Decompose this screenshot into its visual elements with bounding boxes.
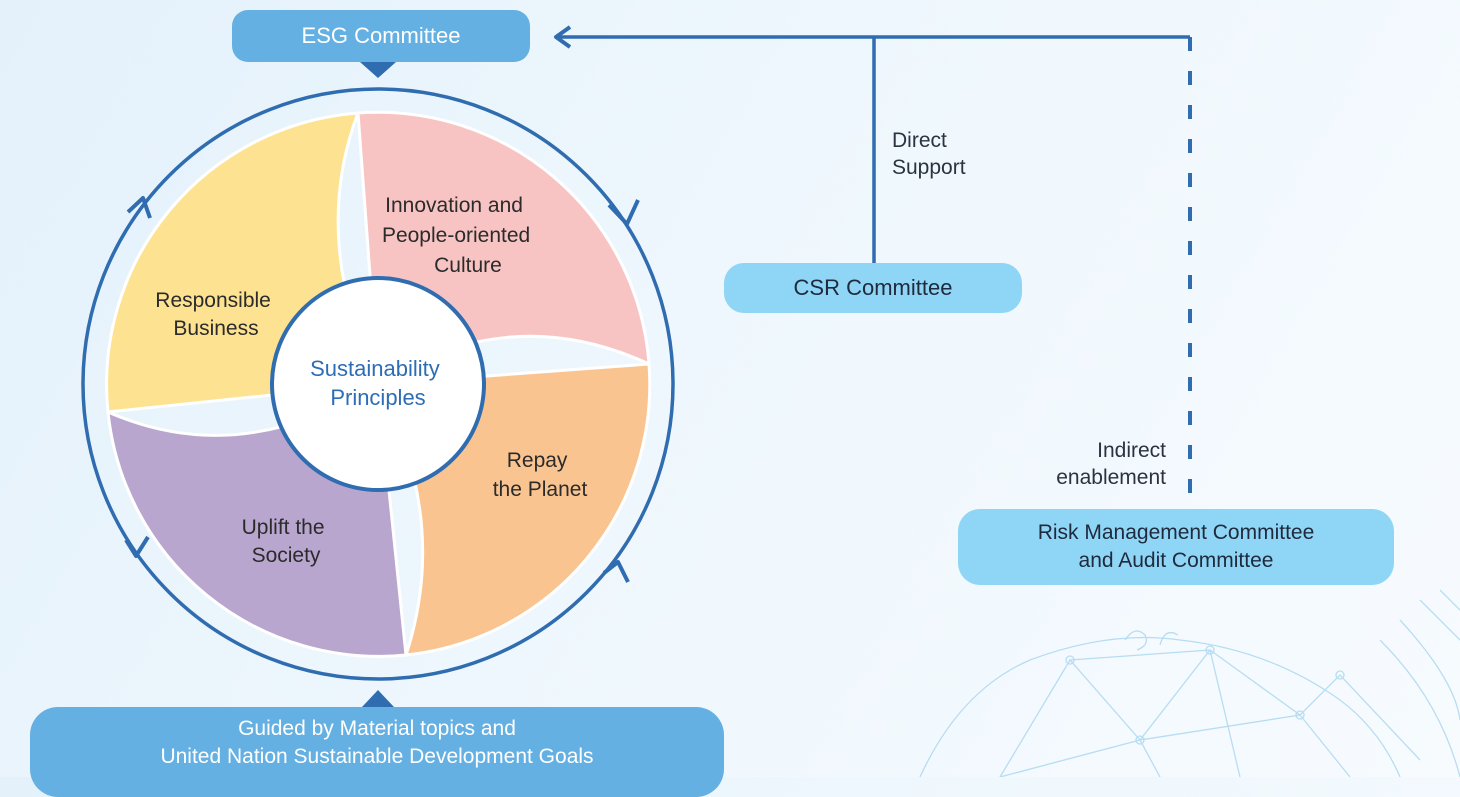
innovation-line-2: People-oriented bbox=[382, 224, 530, 247]
repay-line-2: the Planet bbox=[493, 478, 588, 501]
csr-committee-box: CSR Committee bbox=[724, 263, 1022, 313]
indirect-enablement-note: Indirect enablement bbox=[1010, 437, 1166, 491]
innovation-label: Innovation and People-oriented Culture bbox=[382, 194, 536, 277]
connector-lines bbox=[554, 25, 1192, 509]
responsible-line-2: Business bbox=[173, 317, 258, 340]
direct-support-line-1: Direct bbox=[892, 129, 947, 152]
esg-committee-label: ESG Committee bbox=[301, 23, 461, 48]
direct-support-line-2: Support bbox=[892, 156, 966, 179]
repay-label: Repay the Planet bbox=[493, 449, 588, 501]
esg-pointer bbox=[360, 62, 396, 707]
innovation-line-1: Innovation and bbox=[385, 194, 523, 217]
center-circle bbox=[270, 276, 486, 492]
risk-committee-line-1: Risk Management Committee bbox=[1037, 521, 1315, 544]
uplift-line-1: Uplift the bbox=[242, 516, 325, 539]
esg-committee-box: ESG Committee bbox=[232, 10, 530, 62]
innovation-line-3: Culture bbox=[434, 254, 502, 277]
guided-by-line-2: United Nation Sustainable Development Go… bbox=[160, 745, 594, 768]
csr-committee-label: CSR Committee bbox=[793, 275, 953, 300]
responsible-line-1: Responsible bbox=[155, 289, 271, 312]
risk-audit-committee-box: Risk Management Committee and Audit Comm… bbox=[958, 509, 1394, 585]
center-label: Sustainability Principles bbox=[310, 356, 446, 410]
indirect-enablement-line-1: Indirect bbox=[1097, 439, 1166, 462]
center-line-1: Sustainability bbox=[310, 356, 440, 381]
outer-ring bbox=[81, 87, 675, 681]
responsible-label: Responsible Business bbox=[155, 289, 276, 340]
repay-line-1: Repay bbox=[507, 449, 568, 472]
guided-by-banner: Guided by Material topics and United Nat… bbox=[30, 707, 724, 797]
center-line-2: Principles bbox=[330, 385, 425, 410]
globe-decoration bbox=[919, 589, 1460, 777]
guided-by-line-1: Guided by Material topics and bbox=[238, 717, 516, 740]
ring-arrows bbox=[124, 196, 640, 583]
indirect-enablement-line-2: enablement bbox=[1056, 466, 1166, 489]
uplift-line-2: Society bbox=[252, 544, 321, 567]
direct-support-note: Direct Support bbox=[892, 127, 966, 181]
sustainability-wheel: Responsible Business Innovation and Peop… bbox=[81, 87, 675, 681]
uplift-label: Uplift the Society bbox=[242, 516, 331, 567]
risk-committee-line-2: and Audit Committee bbox=[1078, 549, 1274, 572]
